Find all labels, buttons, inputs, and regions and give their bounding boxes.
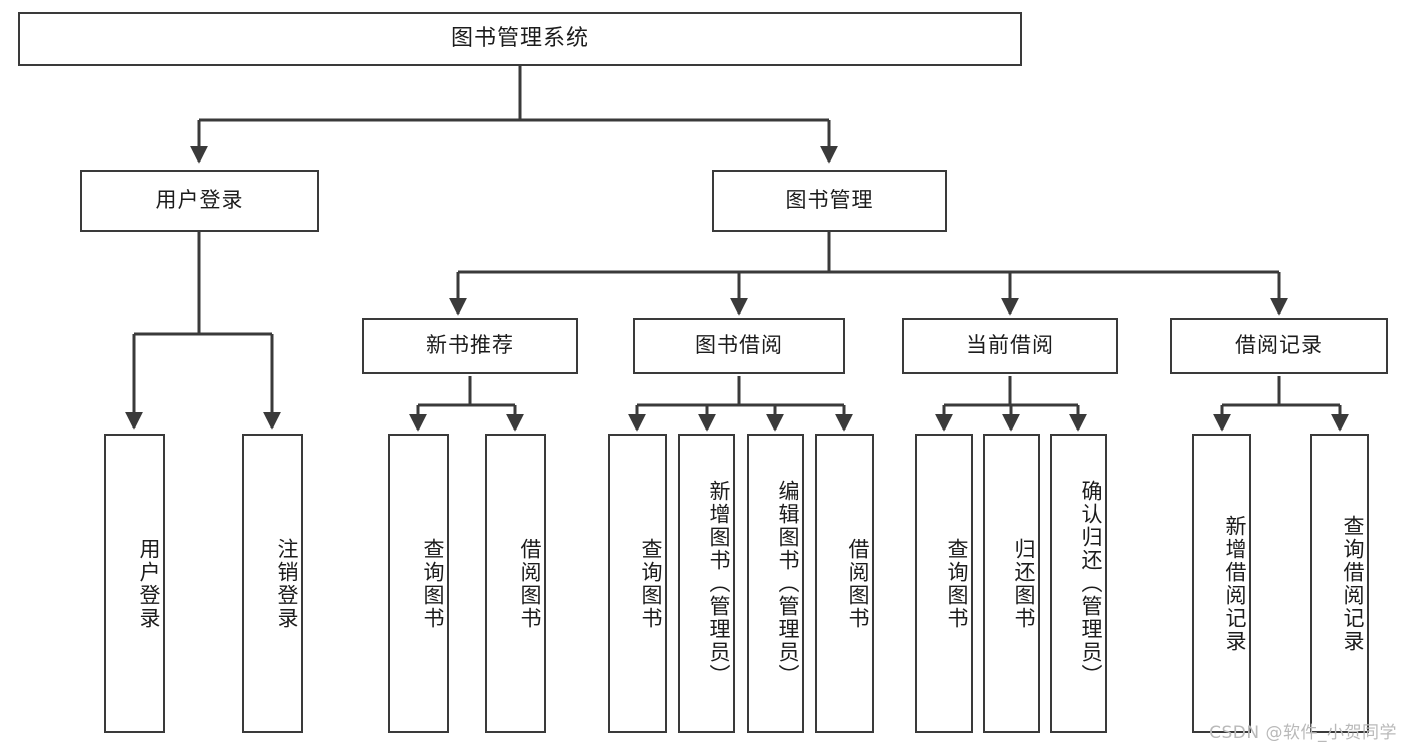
node-label: 编辑图书（管理员） — [776, 480, 800, 687]
node-label: 图书借阅 — [695, 333, 783, 358]
node-label: 确认归还（管理员） — [1079, 480, 1103, 687]
node-label: 新增借阅记录 — [1223, 514, 1247, 653]
watermark-text: CSDN @软件_小贺同学 — [1209, 723, 1397, 743]
node-new-book-recommend[interactable]: 新书推荐 — [362, 318, 578, 374]
node-current-borrow[interactable]: 当前借阅 — [902, 318, 1118, 374]
node-label: 查询图书 — [639, 537, 663, 630]
node-user-login[interactable]: 用户登录 — [80, 170, 319, 232]
node-label: 查询借阅记录 — [1341, 514, 1365, 653]
node-label: 用户登录 — [137, 537, 161, 630]
node-book-borrow[interactable]: 图书借阅 — [633, 318, 845, 374]
node-leaf-add-book[interactable]: 新增图书（管理员） — [678, 434, 735, 733]
node-label: 借阅记录 — [1235, 333, 1323, 358]
node-root-system[interactable]: 图书管理系统 — [18, 12, 1022, 66]
node-leaf-user-login[interactable]: 用户登录 — [104, 434, 165, 733]
node-leaf-query-borrow-record[interactable]: 查询借阅记录 — [1310, 434, 1369, 733]
node-book-manage[interactable]: 图书管理 — [712, 170, 947, 232]
node-label: 新增图书（管理员） — [707, 480, 731, 687]
node-label: 图书管理 — [785, 188, 874, 213]
node-leaf-query-book-borrow[interactable]: 查询图书 — [608, 434, 667, 733]
node-label: 图书管理系统 — [450, 25, 589, 51]
node-borrow-record[interactable]: 借阅记录 — [1170, 318, 1388, 374]
node-label: 用户登录 — [155, 188, 244, 213]
node-label: 新书推荐 — [426, 333, 514, 358]
node-leaf-logout[interactable]: 注销登录 — [242, 434, 303, 733]
node-label: 归还图书 — [1012, 537, 1036, 630]
node-leaf-confirm-return[interactable]: 确认归还（管理员） — [1050, 434, 1107, 733]
node-label: 查询图书 — [421, 537, 445, 630]
node-leaf-borrow-book-recommend[interactable]: 借阅图书 — [485, 434, 546, 733]
node-leaf-edit-book[interactable]: 编辑图书（管理员） — [747, 434, 804, 733]
node-leaf-add-borrow-record[interactable]: 新增借阅记录 — [1192, 434, 1251, 733]
node-label: 查询图书 — [945, 537, 969, 630]
node-label: 当前借阅 — [966, 333, 1054, 358]
node-leaf-borrow-book[interactable]: 借阅图书 — [815, 434, 874, 733]
node-label: 借阅图书 — [518, 537, 542, 630]
node-label: 注销登录 — [275, 537, 299, 630]
node-leaf-return-book[interactable]: 归还图书 — [983, 434, 1040, 733]
node-label: 借阅图书 — [846, 537, 870, 630]
node-leaf-query-book-current[interactable]: 查询图书 — [915, 434, 973, 733]
node-leaf-query-book-recommend[interactable]: 查询图书 — [388, 434, 449, 733]
